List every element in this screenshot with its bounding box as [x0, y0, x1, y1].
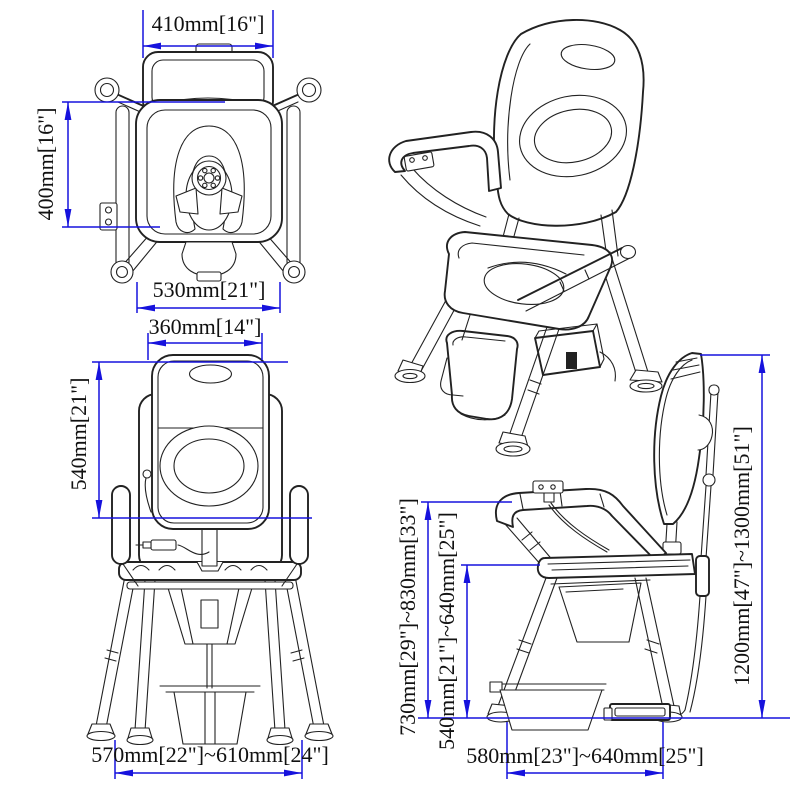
- dim-top-seat-depth: 400mm[16"]: [33, 107, 58, 221]
- dim-side-base-depth: 580mm[23"]~640mm[25"]: [466, 743, 704, 768]
- front-view-drawing: [86, 354, 334, 746]
- dimension-lines: [62, 10, 790, 779]
- dim-front-seat-width: 360mm[14"]: [148, 314, 262, 339]
- dim-top-overall-width: 530mm[21"]: [152, 277, 266, 302]
- dim-front-backrest-height: 540mm[21"]: [66, 377, 91, 491]
- dim-side-armrest-height: 730mm[29"]~830mm[33"]: [395, 498, 420, 736]
- isometric-view-drawing: [388, 19, 663, 457]
- top-view-drawing: [94, 43, 322, 284]
- dim-front-base-width: 570mm[22"]~610mm[24"]: [91, 742, 329, 767]
- side-view-drawing: [486, 352, 720, 731]
- dim-top-backrest-width: 410mm[16"]: [151, 11, 265, 36]
- dim-side-overall-height: 1200mm[47"]~1300mm[51"]: [729, 426, 754, 686]
- dim-side-seat-height: 540mm[21"]~640mm[25"]: [434, 512, 459, 750]
